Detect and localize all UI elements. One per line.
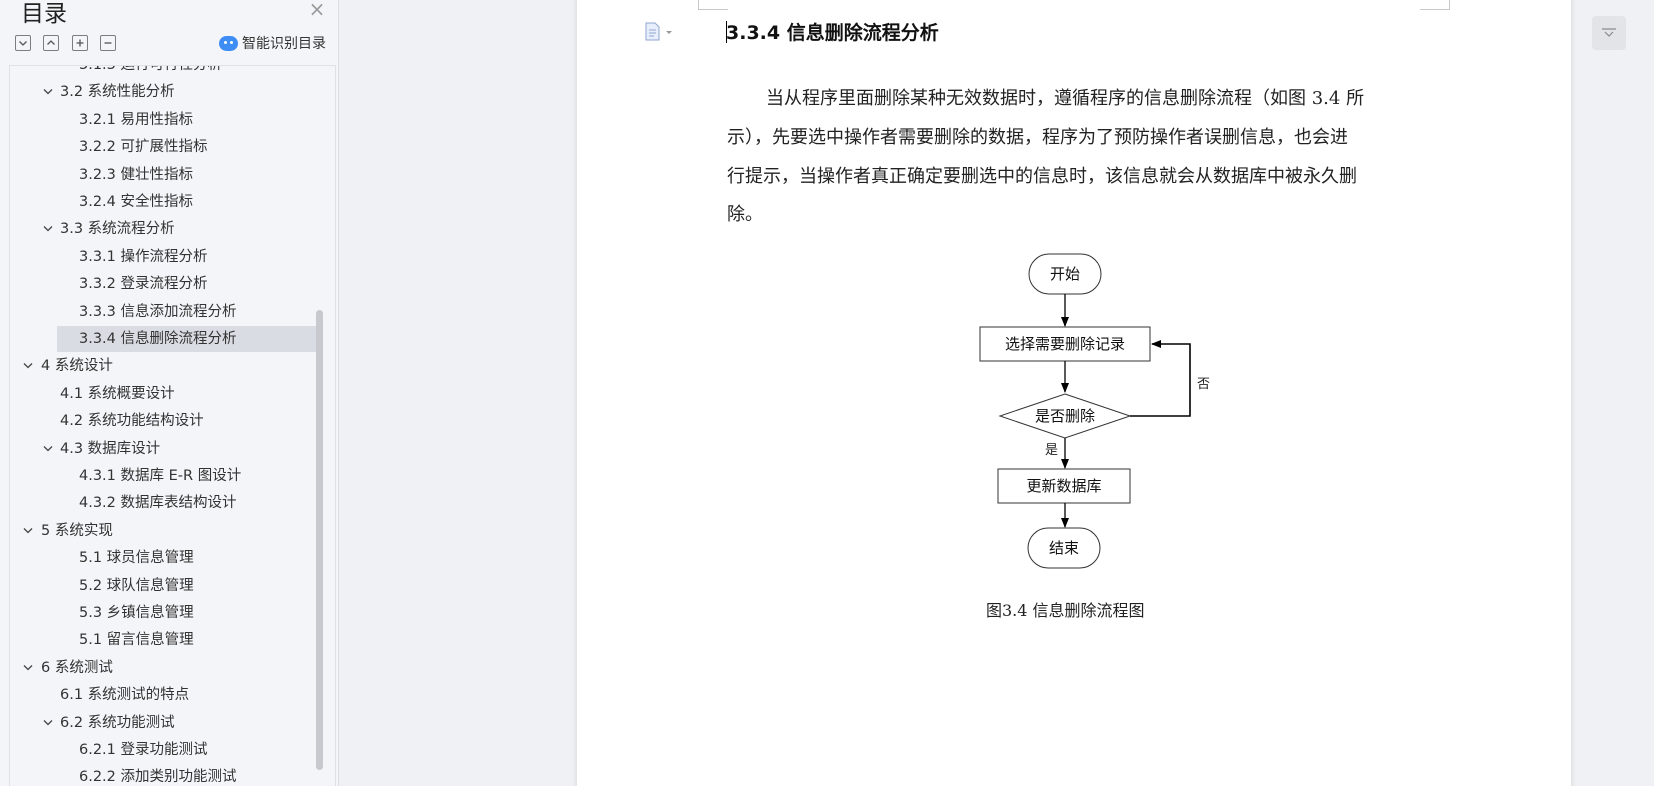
toc-scrollbar[interactable]	[316, 300, 324, 770]
toc-item-label: 5.3 乡镇信息管理	[79, 605, 194, 621]
paragraph-line[interactable]: 当从程序里面删除某种无效数据时，遵循程序的信息删除流程（如图 3.4 所	[766, 88, 1365, 109]
flow-yes-label: 是	[1045, 443, 1058, 458]
smart-toc-button[interactable]: 智能识别目录	[219, 33, 326, 53]
toc-item-label: 4.3.1 数据库 E-R 图设计	[79, 468, 242, 484]
chevron-down-icon[interactable]	[43, 445, 53, 455]
page-margin-mark-left	[698, 0, 728, 10]
paragraph-line[interactable]: 行提示，当操作者真正确定要删选中的信息时，该信息就会从数据库中被永久删	[727, 166, 1357, 187]
collapse-panel-button[interactable]	[1592, 16, 1626, 50]
toc-item-selected[interactable]: 3.3.4 信息删除流程分析	[57, 326, 316, 352]
toc-item[interactable]: 4 系统设计	[10, 353, 330, 379]
filter-icon	[1602, 28, 1616, 37]
toc-item-label: 3.3.2 登录流程分析	[79, 276, 208, 293]
toc-item[interactable]: 3.2.2 可扩展性指标	[10, 134, 330, 160]
toc-item-label: 6.2 系统功能测试	[60, 714, 175, 731]
chevron-down-icon[interactable]	[23, 664, 33, 674]
flow-end-node	[1027, 527, 1101, 569]
section-heading[interactable]: 3.3.4 信息删除流程分析	[726, 22, 939, 44]
toc-item-label: 6.2.1 登录功能测试	[79, 742, 208, 758]
toc-item[interactable]: 6.2.2 添加类别功能测试	[10, 764, 330, 786]
toc-item-label: 5.1 留言信息管理	[79, 632, 194, 649]
toc-item[interactable]: 5.3 乡镇信息管理	[10, 600, 330, 626]
toc-item-label: 3.2.2 可扩展性指标	[79, 139, 208, 156]
toc-item-label: 4.1 系统概要设计	[60, 385, 175, 402]
text-cursor	[726, 21, 727, 43]
toc-item[interactable]: 4.1 系统概要设计	[10, 381, 330, 407]
toc-item[interactable]: 5.1 留言信息管理	[10, 627, 330, 653]
toc-item[interactable]: 4.3 数据库设计	[10, 436, 330, 462]
toc-item[interactable]: 3.2 系统性能分析	[10, 79, 330, 105]
toc-item[interactable]: 3.3.1 操作流程分析	[10, 244, 330, 270]
chevron-down-icon[interactable]	[43, 225, 53, 235]
paragraph-icon[interactable]	[644, 22, 674, 42]
toc-panel: 目录 × 智能识别目录 3.1.3 运行可行性分析 3.2 系统性能分析 3.2.1…	[0, 0, 339, 786]
toc-item[interactable]: 6.2.1 登录功能测试	[10, 737, 330, 763]
toc-item[interactable]: 4.3.1 数据库 E-R 图设计	[10, 463, 330, 489]
toc-item-label: 4 系统设计	[41, 358, 113, 375]
toc-item[interactable]: 3.2.1 易用性指标	[10, 107, 330, 133]
add-heading-icon[interactable]	[72, 35, 88, 51]
toc-item-label: 3.3.3 信息添加流程分析	[79, 303, 237, 320]
toc-title: 目录	[21, 1, 67, 27]
chevron-down-icon[interactable]	[23, 362, 33, 372]
flow-decision-label: 是否删除	[1035, 407, 1095, 425]
toc-item[interactable]: 5 系统实现	[10, 518, 330, 544]
toc-item-label: 5 系统实现	[41, 522, 113, 539]
toc-list: 3.1.3 运行可行性分析 3.2 系统性能分析 3.2.1 易用性指标 3.2.2 …	[9, 65, 336, 786]
toc-item-label: 5.2 球队信息管理	[79, 577, 194, 594]
toc-item[interactable]: 3.3.3 信息添加流程分析	[10, 299, 330, 325]
flowchart[interactable]: 开始 选择需要删除记录 是否删除 否 是 更新数据库 结束	[960, 245, 1220, 575]
flow-update-node	[997, 468, 1131, 504]
toc-item[interactable]: 6.1 系统测试的特点	[10, 682, 330, 708]
toc-item-label: 4.3 数据库设计	[60, 440, 161, 457]
toc-item-label: 3.3.1 操作流程分析	[79, 248, 208, 265]
toc-item[interactable]: 3.2.3 健壮性指标	[10, 162, 330, 188]
toc-item[interactable]: 4.2 系统功能结构设计	[10, 408, 330, 434]
toc-item-label: 6.1 系统测试的特点	[60, 687, 190, 704]
toc-item[interactable]: 3.1.3 运行可行性分析	[10, 65, 330, 78]
toc-scrollbar-thumb[interactable]	[316, 310, 323, 770]
toc-item-label: 4.3.2 数据库表结构设计	[79, 495, 237, 512]
toc-item-label: 3.3.4 信息删除流程分析	[79, 331, 237, 347]
smart-toc-label: 智能识别目录	[242, 36, 326, 52]
expand-all-icon[interactable]	[15, 35, 31, 51]
toc-item[interactable]: 6.2 系统功能测试	[10, 710, 330, 736]
toc-item-label: 5.1 球员信息管理	[79, 550, 194, 567]
flow-select-label: 选择需要删除记录	[1005, 335, 1125, 353]
toc-item-label: 3.2.3 健壮性指标	[79, 166, 194, 183]
toc-item-label: 6.2.2 添加类别功能测试	[79, 769, 237, 786]
paragraph-line[interactable]: 除。	[727, 204, 763, 225]
toc-item-label: 3.3 系统流程分析	[60, 221, 175, 238]
paragraph-line[interactable]: 示），先要选中操作者需要删除的数据，程序为了预防操作者误删信息，也会进	[727, 127, 1348, 148]
flow-start-label: 开始	[1050, 265, 1080, 283]
toc-item-label: 6 系统测试	[41, 659, 113, 676]
toc-item[interactable]: 3.2.4 安全性指标	[10, 189, 330, 215]
toc-item-label: 3.1.3 运行可行性分析	[79, 65, 223, 73]
flow-update-label: 更新数据库	[1026, 477, 1101, 495]
document-page	[577, 0, 1571, 786]
toc-item[interactable]: 4.3.2 数据库表结构设计	[10, 490, 330, 516]
toc-item-label: 4.2 系统功能结构设计	[60, 413, 204, 430]
flow-end-label: 结束	[1049, 539, 1079, 557]
chevron-down-icon[interactable]	[43, 88, 53, 98]
toc-item-label: 3.2.1 易用性指标	[79, 111, 194, 128]
toc-item[interactable]: 3.3.2 登录流程分析	[10, 271, 330, 297]
toc-item[interactable]: 3.3 系统流程分析	[10, 216, 330, 242]
toc-item[interactable]: 5.2 球队信息管理	[10, 573, 330, 599]
ai-assistant-icon	[219, 35, 238, 51]
collapse-all-icon[interactable]	[43, 35, 59, 51]
flow-no-arrow	[1130, 340, 1191, 417]
chevron-down-icon[interactable]	[43, 719, 53, 729]
close-icon[interactable]: ×	[308, 0, 326, 21]
chevron-down-icon[interactable]	[23, 527, 33, 537]
toc-item-label: 3.2.4 安全性指标	[79, 194, 194, 210]
toc-item-label: 3.2 系统性能分析	[60, 84, 175, 101]
flow-no-label: 否	[1197, 377, 1210, 392]
page-margin-mark-right	[1420, 0, 1450, 10]
toc-item[interactable]: 6 系统测试	[10, 655, 330, 681]
remove-heading-icon[interactable]	[100, 35, 116, 51]
toc-item[interactable]: 5.1 球员信息管理	[10, 545, 330, 571]
figure-caption: 图3.4 信息删除流程图	[986, 601, 1145, 620]
